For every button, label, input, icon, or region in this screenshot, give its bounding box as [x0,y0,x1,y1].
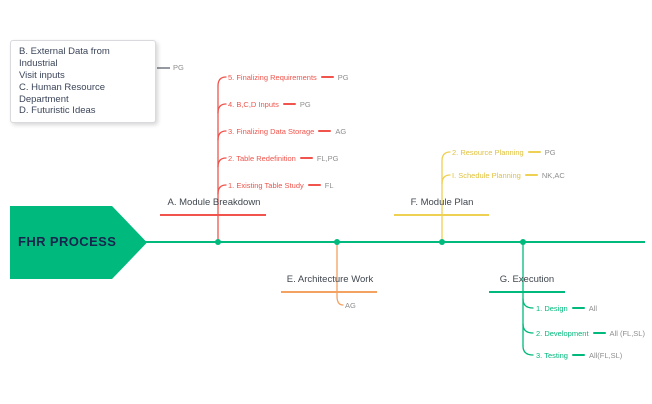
branch-g-item[interactable]: 3. Testing All(FL,SL) [536,350,622,360]
item-text: 2. Development [536,328,589,338]
item-text: 3. Testing [536,350,568,360]
branch-e-stem [336,241,344,306]
branch-f-elbow-1 [441,151,451,162]
branch-a-elbow-5 [217,184,227,195]
branch-a-elbow-4 [217,157,227,168]
branch-a-elbow-1 [217,76,227,87]
branch-g-elbow-1 [522,298,534,309]
branch-a-label[interactable]: A. Module Breakdown [167,197,261,208]
branch-g-item[interactable]: 1. Design All [536,303,597,313]
item-text: 2. Table Redefinition [228,153,296,163]
item-tag: NK,AC [541,170,565,180]
branch-f-item[interactable]: I. Schedule Planning NK,AC [452,170,565,180]
item-text: I. Schedule Planning [452,170,521,180]
note-box-line: B. External Data from Industrial [19,46,110,69]
branch-a-item[interactable]: 5. Finalizing Requirements PG [228,72,349,82]
item-tag: AG [335,126,347,136]
item-text: 1. Existing Table Study [228,180,304,190]
branch-f-label[interactable]: F. Module Plan [410,197,474,208]
item-dash [282,103,296,105]
item-dash [571,307,585,309]
item-dash [320,76,334,78]
branch-a-item[interactable]: 2. Table Redefinition FL,PG [228,153,339,163]
item-text: 3. Finalizing Data Storage [228,126,315,136]
item-dash [527,151,541,153]
item-tag: All(FL,SL) [588,350,623,360]
item-dash [307,184,321,186]
item-text: 5. Finalizing Requirements [228,72,317,82]
item-dash [571,354,585,356]
branch-a-item[interactable]: 3. Finalizing Data Storage AG [228,126,346,136]
item-tag: PG [544,147,556,157]
item-tag: All (FL,SL) [609,328,645,338]
branch-g-elbow-2 [522,323,534,334]
branch-e-item[interactable]: AG [345,300,356,310]
branch-g-elbow-3 [522,345,534,356]
junction-dot-g [520,239,526,245]
note-box-line: D. Futuristic Ideas [19,105,96,117]
process-title[interactable]: FHR PROCESS [18,234,117,249]
item-tag: AG [345,300,356,310]
item-tag: PG [337,72,349,82]
note-box-line: Visit inputs [19,69,65,81]
process-arrow-shape[interactable] [10,206,147,279]
branch-g-label[interactable]: G. Execution [499,274,555,285]
branch-e-label[interactable]: E. Architecture Work [286,274,374,285]
item-tag: PG [299,99,311,109]
branch-a-item[interactable]: 4. B,C,D Inputs PG [228,99,311,109]
note-box[interactable]: B. External Data from Industrial Visit i… [10,40,156,124]
junction-dot-e [334,239,340,245]
item-dash [299,157,313,159]
branch-f-elbow-2 [441,174,451,185]
junction-dot-f [439,239,445,245]
item-text: 4. B,C,D Inputs [228,99,279,109]
item-dash [524,174,538,176]
branch-g-item[interactable]: 2. Development All (FL,SL) [536,328,645,338]
junction-dot-a [215,239,221,245]
item-dash [592,332,606,334]
branch-a-elbow-2 [217,103,227,114]
item-tag: FL,PG [316,153,339,163]
item-text: 1. Design [536,303,568,313]
item-tag: FL [324,180,334,190]
item-text: 2. Resource Planning [452,147,524,157]
note-box-line: C. Human Resource Department [19,81,106,105]
branch-a-elbow-3 [217,130,227,141]
item-dash [318,130,332,132]
branch-f-item[interactable]: 2. Resource Planning PG [452,147,556,157]
note-box-tag: PG [173,63,184,72]
item-tag: All [588,303,598,313]
branch-a-item[interactable]: 1. Existing Table Study FL [228,180,334,190]
